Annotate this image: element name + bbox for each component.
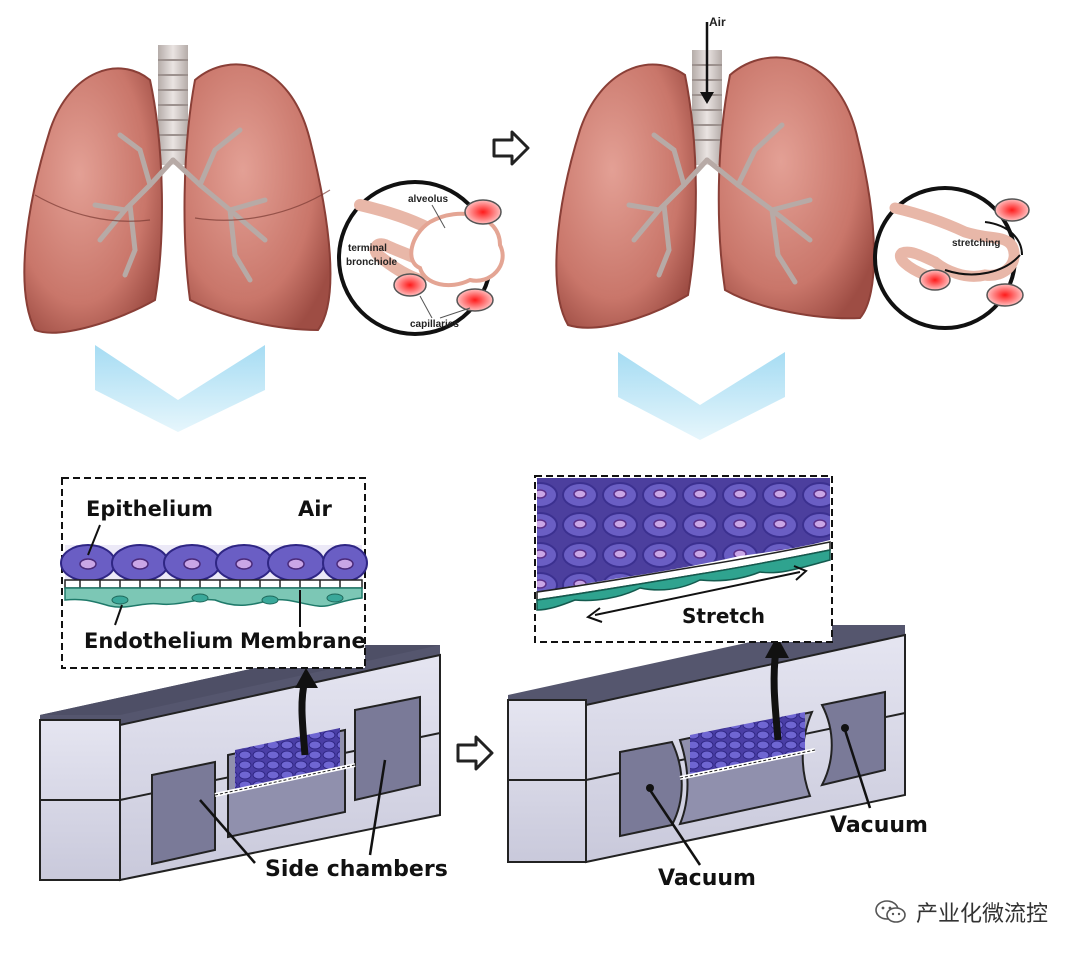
bronchial-tree: [92, 127, 268, 283]
inset-left: Epithelium Air Endothelium Membrane: [60, 477, 368, 669]
right-lung-inflated: [717, 56, 875, 320]
epithelium-cells: [60, 544, 368, 582]
chevron-down-left: [95, 345, 265, 432]
terminal-label: terminal: [348, 243, 387, 254]
right-lung: [183, 63, 332, 332]
lungs-left: [23, 45, 332, 334]
inset-right: Stretch: [534, 475, 833, 643]
next-arrow-icon: [492, 130, 530, 166]
membrane-label: Membrane: [240, 629, 366, 653]
chevron-down-right: [618, 352, 785, 440]
watermark: 产业化微流控: [874, 896, 1048, 928]
zoom-arrow-left: [298, 679, 309, 756]
capillaries-label: capillaries: [410, 319, 459, 330]
wechat-logo-icon: [875, 900, 906, 923]
endothelium-layer: [64, 587, 363, 608]
left-lung-inflated: [555, 63, 697, 329]
stretching-callout: stretching: [873, 186, 1030, 330]
side-chambers-label: Side chambers: [265, 857, 448, 882]
bronchiole-label: bronchiole: [346, 257, 398, 268]
stretch-label: Stretch: [682, 604, 765, 628]
watermark-text: 产业化微流控: [915, 902, 1048, 927]
vacuum-left-label: Vacuum: [658, 866, 756, 891]
air-label-top: Air: [709, 15, 726, 29]
epithelium-label: Epithelium: [86, 497, 213, 521]
alveolus-label: alveolus: [408, 194, 448, 205]
air-label-inset: Air: [298, 497, 332, 521]
alveolus-callout: alveolus terminal bronchiole capillaries: [337, 180, 505, 336]
lungs-right: Air: [555, 15, 875, 329]
endothelium-label: Endothelium: [84, 629, 233, 653]
device-left: Side chambers: [39, 645, 448, 882]
device-right: Vacuum Vacuum: [507, 625, 928, 891]
porous-membrane: [64, 579, 363, 589]
stretched-endothelium: [536, 549, 831, 611]
vacuum-right-label: Vacuum: [830, 813, 928, 838]
stretched-epithelium: [537, 478, 830, 592]
next-arrow-icon-bottom: [456, 735, 494, 771]
stretching-label: stretching: [952, 238, 1000, 249]
zoom-arrow-right: [770, 649, 782, 741]
